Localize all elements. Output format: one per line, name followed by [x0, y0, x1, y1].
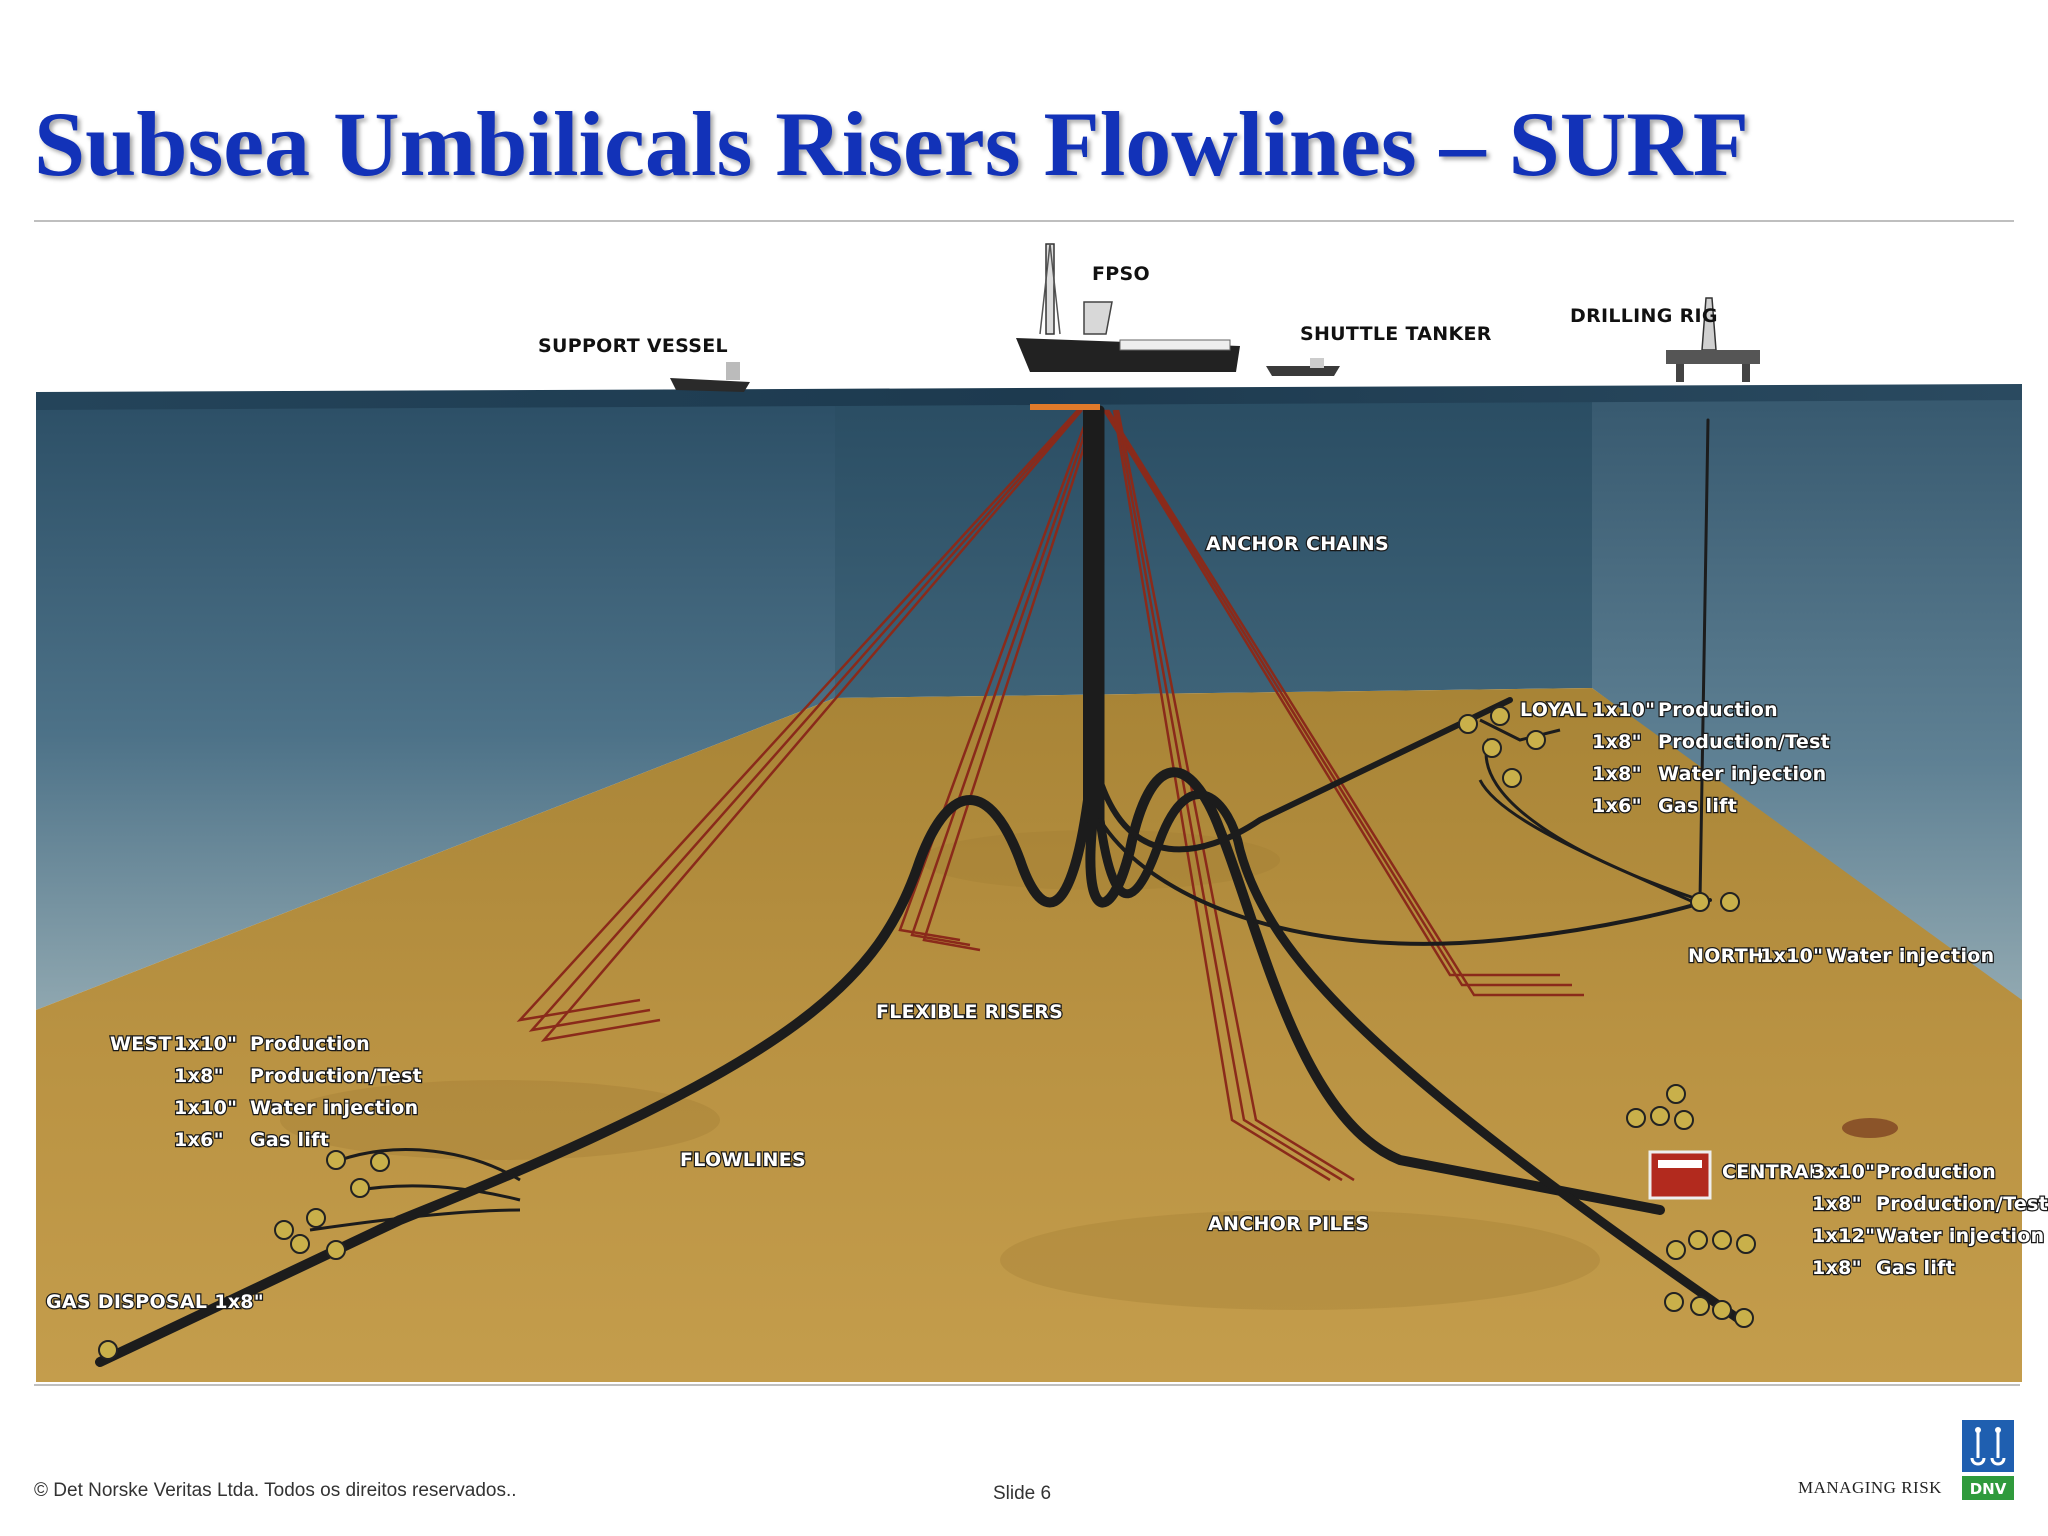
central-legend: CENTRAL 3x10" Production 1x8" Production… — [1721, 1160, 2048, 1281]
footer-copyright: © Det Norske Veritas Ltda. Todos os dire… — [34, 1480, 517, 1501]
west-size: 1x8" — [174, 1065, 224, 1087]
slide-number: Slide 6 — [993, 1483, 1052, 1504]
north-service: Water injection — [1826, 945, 1994, 967]
west-service: Gas lift — [250, 1129, 329, 1151]
support-vessel-label: SUPPORT VESSEL — [538, 335, 728, 357]
title-divider — [34, 220, 2014, 222]
west-service: Water injection — [250, 1097, 418, 1119]
west-name: WEST — [110, 1033, 172, 1055]
loyal-size: 1x6" — [1592, 795, 1642, 817]
central-manifold — [1626, 1084, 1756, 1328]
loyal-legend: LOYAL 1x10" Production 1x8" Production/T… — [1519, 698, 1831, 819]
gas-disposal-label: GAS DISPOSAL 1x8" — [46, 1291, 264, 1313]
west-manifold — [98, 1148, 521, 1360]
west-size: 1x10" — [174, 1097, 237, 1119]
central-name: CENTRAL — [1722, 1161, 1821, 1183]
central-size: 1x12" — [1812, 1225, 1875, 1247]
dnv-logo-text: DNV — [1970, 1480, 2007, 1498]
fpso-vessel — [1016, 243, 1240, 410]
loyal-service: Production — [1658, 699, 1778, 721]
loyal-service: Gas lift — [1658, 795, 1737, 817]
west-size: 1x10" — [174, 1033, 237, 1055]
loyal-size: 1x8" — [1592, 731, 1642, 753]
central-service: Water injection — [1876, 1225, 2044, 1247]
shuttle-tanker-label: SHUTTLE TANKER — [1300, 323, 1492, 345]
subsea-labels: ANCHOR CHAINS FLEXIBLE RISERS FLOWLINES … — [45, 532, 1390, 1315]
seabed — [36, 688, 2022, 1382]
central-service: Production — [1876, 1161, 1996, 1183]
loyal-north-wells — [1458, 706, 1740, 912]
shuttle-tanker — [1266, 358, 1340, 376]
slide-title: Subsea Umbilicals Risers Flowlines – SUR… — [34, 93, 1749, 195]
west-legend: WEST 1x10" Production 1x8" Production/Te… — [109, 1032, 423, 1153]
flexible-risers-label: FLEXIBLE RISERS — [876, 1001, 1063, 1023]
flexible-risers — [95, 405, 1745, 1367]
loyal-service: Water injection — [1658, 763, 1826, 785]
north-name: NORTH — [1688, 945, 1764, 967]
support-vessel — [670, 362, 750, 392]
north-size: 1x10" — [1760, 945, 1823, 967]
central-service: Production/Test — [1876, 1193, 2048, 1215]
west-service: Production — [250, 1033, 370, 1055]
loyal-size: 1x8" — [1592, 763, 1642, 785]
west-size: 1x6" — [174, 1129, 224, 1151]
loyal-size: 1x10" — [1592, 699, 1655, 721]
central-size: 1x8" — [1812, 1193, 1862, 1215]
central-service: Gas lift — [1876, 1257, 1955, 1279]
loyal-service: Production/Test — [1658, 731, 1830, 753]
anchor-chains-label: ANCHOR CHAINS — [1206, 533, 1389, 555]
north-legend: NORTH 1x10" Water injection — [1687, 944, 1996, 969]
anchor-chains — [516, 409, 1584, 1182]
surf-field-diagram: FPSO SUPPORT VESSEL SHUTTLE TANKER DRILL… — [36, 243, 2048, 1382]
fpso-label: FPSO — [1092, 263, 1150, 285]
west-service: Production/Test — [250, 1065, 422, 1087]
flowlines-label: FLOWLINES — [680, 1149, 806, 1171]
loyal-name: LOYAL — [1520, 699, 1587, 721]
footer-divider — [34, 1384, 2020, 1386]
dnv-logo: DNV — [1962, 1420, 2014, 1500]
anchor-piles-label: ANCHOR PILES — [1208, 1213, 1369, 1235]
surface-labels: FPSO SUPPORT VESSEL SHUTTLE TANKER DRILL… — [538, 263, 1718, 357]
drilling-rig-label: DRILLING RIG — [1570, 305, 1718, 327]
central-size: 1x8" — [1812, 1257, 1862, 1279]
drilling-rig — [1666, 297, 1760, 382]
central-size: 3x10" — [1812, 1161, 1875, 1183]
footer-tagline: MANAGING RISK — [1798, 1478, 1942, 1497]
